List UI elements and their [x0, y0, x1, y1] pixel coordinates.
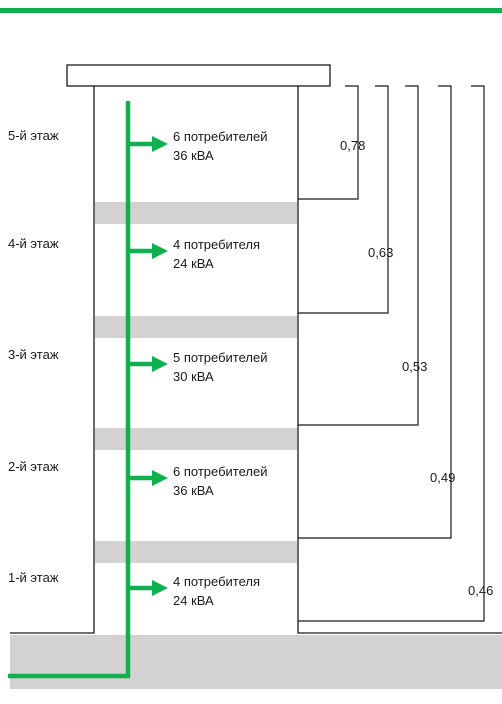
- simultaneity-coefficient: 0,78: [340, 138, 365, 153]
- ground: [10, 635, 502, 689]
- floor-branch-arrowhead: [152, 470, 168, 486]
- floor-slab: [95, 541, 297, 563]
- floor-5: 5-й этаж 6 потребителей 36 кВА 0,78: [8, 128, 365, 163]
- simultaneity-coefficient: 0,53: [402, 359, 427, 374]
- consumers-power: 24 кВА: [173, 593, 214, 608]
- floor-2: 2-й этаж 6 потребителей 36 кВА 0,49: [8, 459, 455, 498]
- floor-label: 1-й этаж: [8, 570, 59, 585]
- floor-label: 4-й этаж: [8, 236, 59, 251]
- consumers-power: 36 кВА: [173, 148, 214, 163]
- coefficient-brackets: [298, 85, 485, 622]
- floor-branch-arrowhead: [152, 136, 168, 152]
- consumers-count: 6 потребителей: [173, 464, 268, 479]
- coefficient-bracket: [298, 85, 452, 539]
- coefficient-bracket: [298, 85, 419, 426]
- simultaneity-coefficient: 0,46: [468, 583, 493, 598]
- consumers-power: 24 кВА: [173, 256, 214, 271]
- consumers-power: 30 кВА: [173, 369, 214, 384]
- floor-slab: [95, 202, 297, 224]
- coefficient-bracket: [298, 85, 359, 200]
- floor-slabs: [95, 202, 297, 563]
- simultaneity-coefficient: 0,63: [368, 245, 393, 260]
- ground-outline: [10, 622, 502, 634]
- floor-slab: [95, 316, 297, 338]
- floor-label: 5-й этаж: [8, 128, 59, 143]
- floor-label: 3-й этаж: [8, 347, 59, 362]
- floor-slab: [95, 428, 297, 450]
- top-accent-bar: [0, 8, 502, 13]
- consumers-count: 4 потребителя: [173, 237, 260, 252]
- floor-3: 3-й этаж 5 потребителей 30 кВА 0,53: [8, 347, 427, 384]
- consumers-count: 6 потребителей: [173, 129, 268, 144]
- floor-label: 2-й этаж: [8, 459, 59, 474]
- floor-branch-arrowhead: [152, 243, 168, 259]
- coefficient-bracket: [298, 85, 485, 622]
- floor-branch-arrowhead: [152, 356, 168, 372]
- simultaneity-coefficient: 0,49: [430, 470, 455, 485]
- consumers-count: 5 потребителей: [173, 350, 268, 365]
- floor-4: 4-й этаж 4 потребителя 24 кВА 0,63: [8, 236, 393, 271]
- floor-1: 1-й этаж 4 потребителя 24 кВА 0,46: [8, 570, 493, 608]
- main-riser: [8, 101, 168, 679]
- coefficient-bracket: [298, 85, 389, 314]
- consumers-power: 36 кВА: [173, 483, 214, 498]
- roof-slab: [66, 64, 331, 87]
- consumers-count: 4 потребителя: [173, 574, 260, 589]
- floor-branch-arrowhead: [152, 580, 168, 596]
